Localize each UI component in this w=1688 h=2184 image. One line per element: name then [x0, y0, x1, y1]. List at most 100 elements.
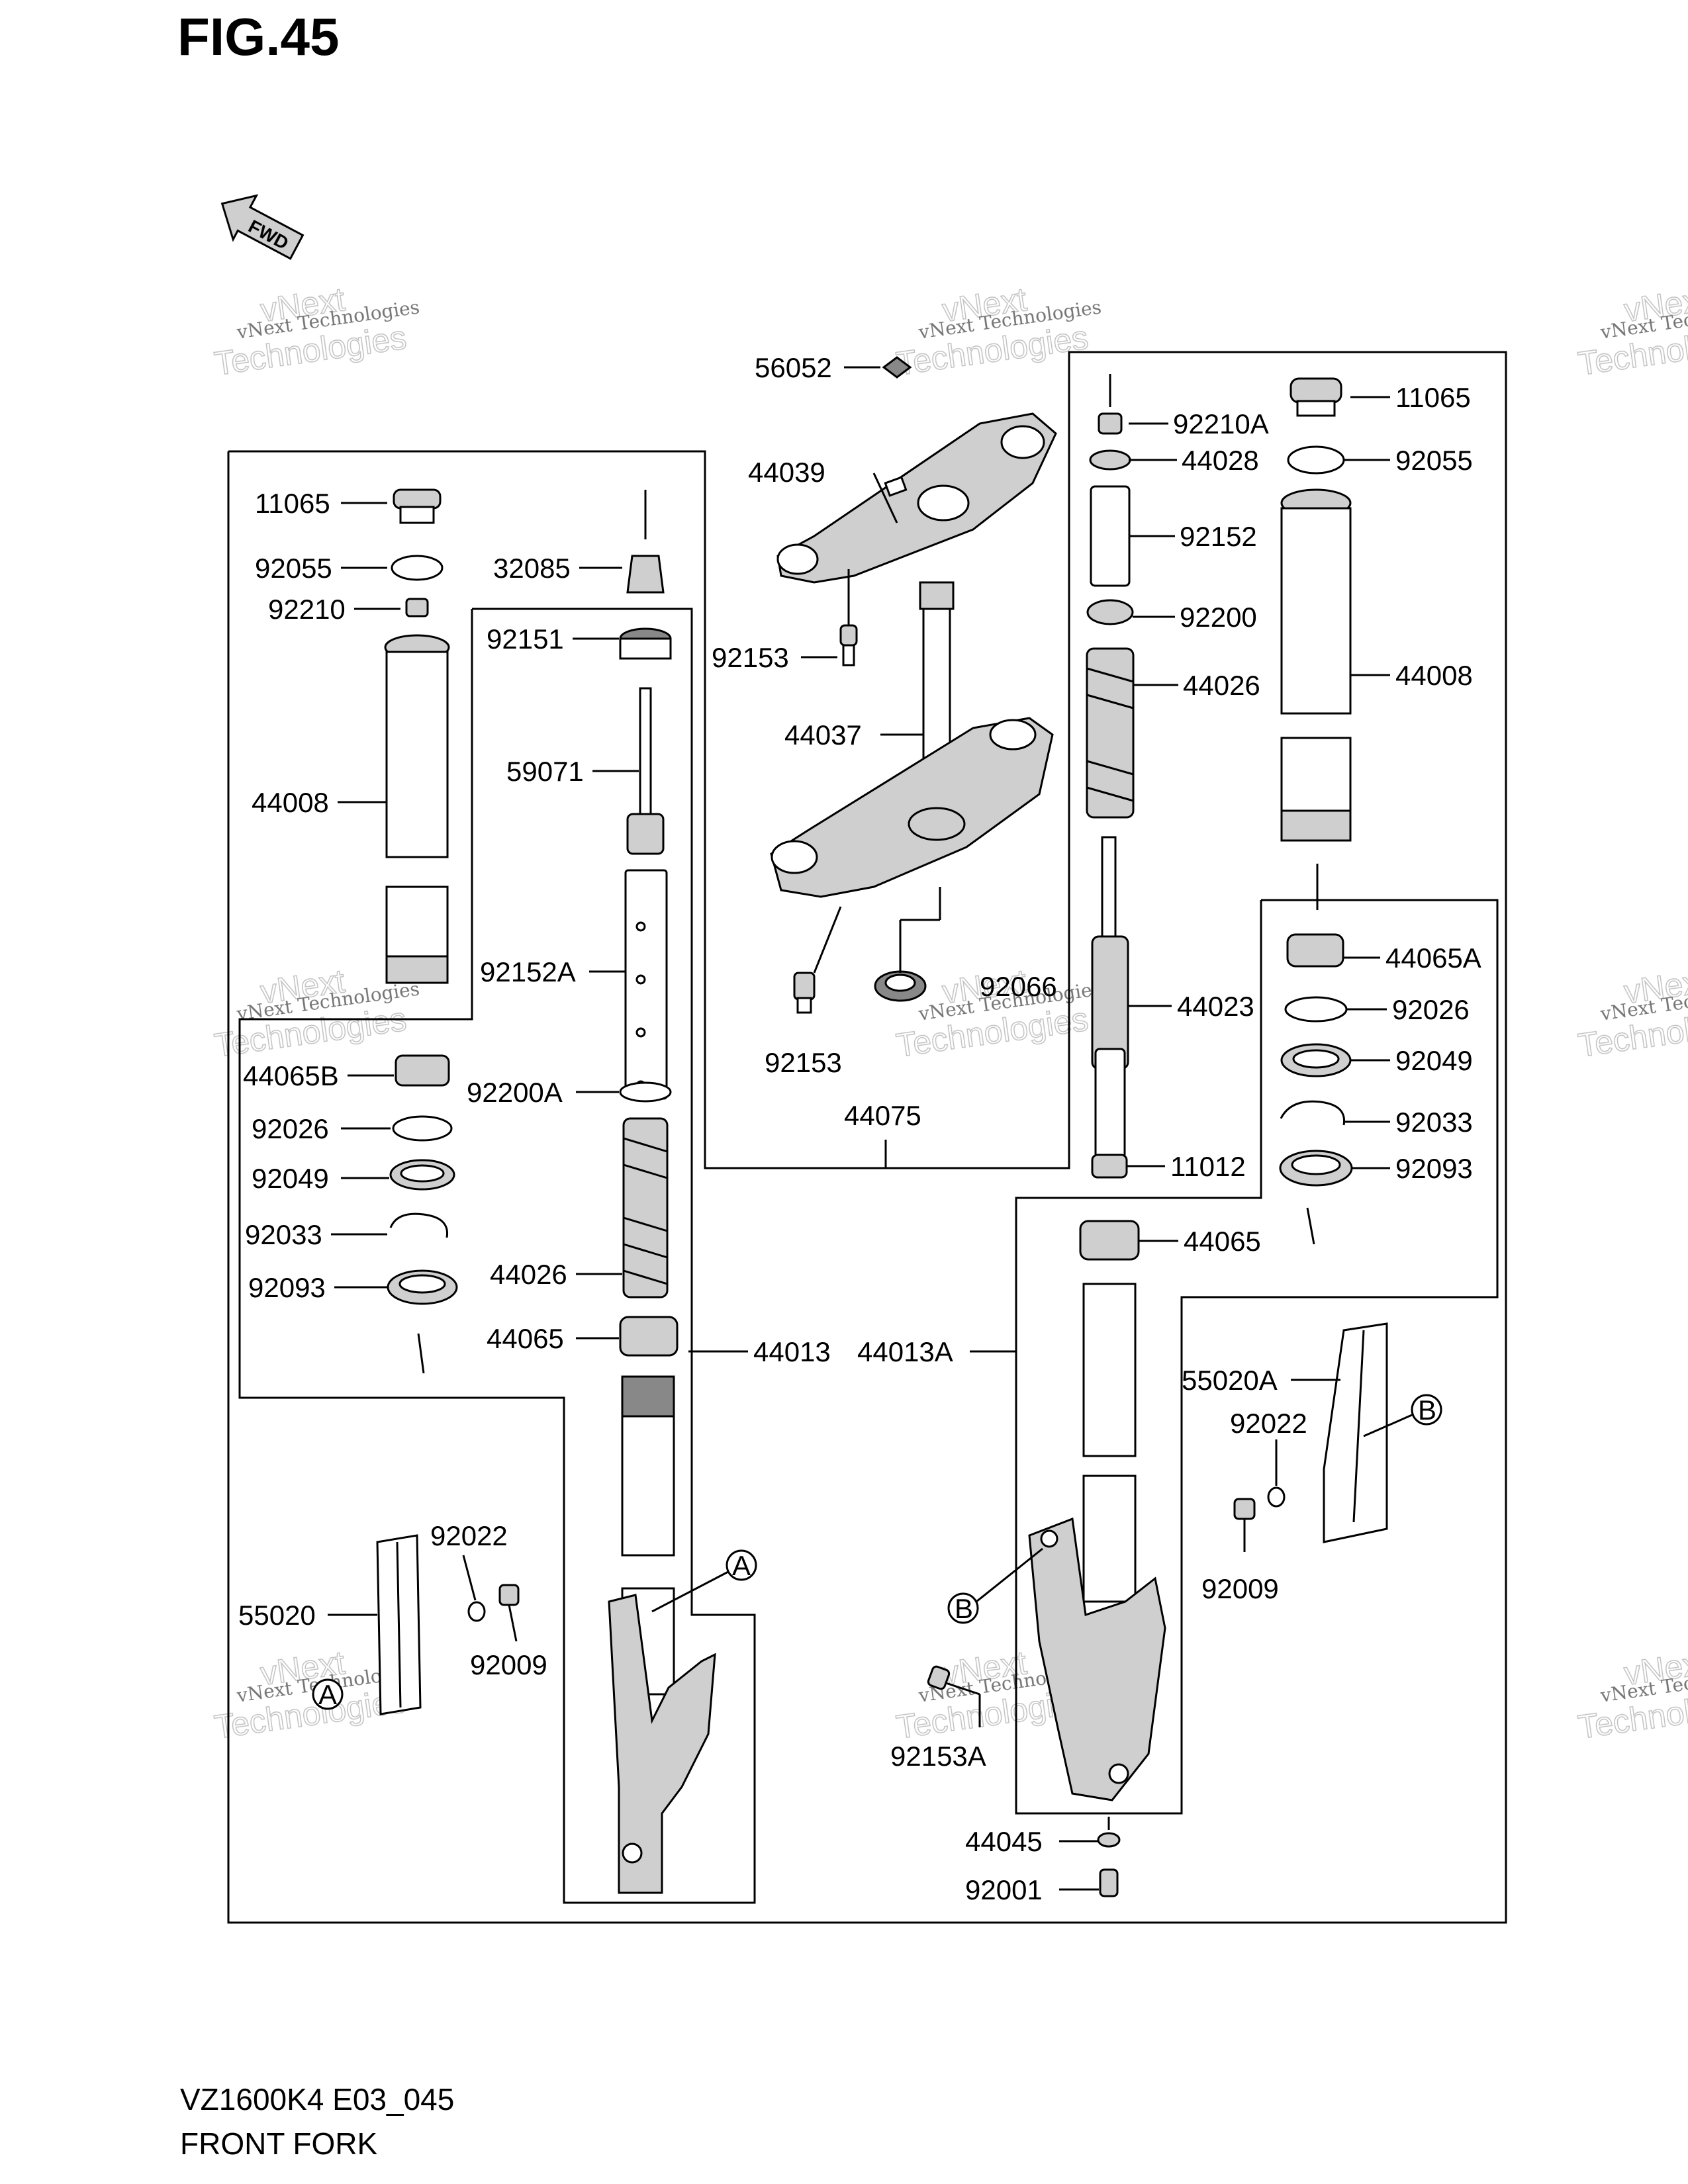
label-92152a: 92152A — [480, 956, 576, 987]
group-boxes — [227, 351, 1507, 1924]
part-44065b-drawing — [395, 1054, 450, 1087]
part-92049-left-drawing — [389, 1159, 455, 1191]
label-92093-right: 92093 — [1395, 1153, 1473, 1184]
label-92026-right: 92026 — [1392, 994, 1470, 1025]
label-92210a: 92210A — [1173, 408, 1269, 439]
part-44065-left-drawing — [619, 1316, 679, 1357]
label-44065a: 44065A — [1385, 942, 1481, 974]
part-59071-drawing — [626, 687, 665, 855]
label-44026-right: 44026 — [1183, 670, 1260, 701]
part-92049-right-drawing — [1280, 1043, 1352, 1077]
label-92153-top: 92153 — [712, 642, 789, 673]
part-92009-right-drawing — [1233, 1498, 1256, 1520]
label-92049-left: 92049 — [252, 1163, 329, 1194]
watermark: vNext vNext Technologies Technologies — [894, 962, 1103, 1064]
part-56052-drawing — [882, 356, 912, 379]
part-44039-drawing — [776, 412, 1057, 584]
part-11012-drawing — [1091, 1154, 1128, 1179]
part-11065-right-drawing — [1289, 377, 1342, 417]
label-92152: 92152 — [1180, 521, 1257, 552]
callout-a-upper: A — [732, 1550, 751, 1581]
label-44013: 44013 — [753, 1336, 831, 1367]
part-92026-right-drawing — [1284, 996, 1348, 1023]
label-44075: 44075 — [844, 1100, 921, 1131]
label-44065-right: 44065 — [1184, 1226, 1261, 1257]
label-44013a: 44013A — [857, 1336, 953, 1367]
part-92009-left-drawing — [498, 1584, 520, 1625]
part-92066-drawing — [874, 887, 941, 1002]
callout-b-upper: B — [1418, 1394, 1436, 1426]
part-92153-top-drawing — [839, 569, 858, 666]
label-44023: 44023 — [1177, 991, 1254, 1022]
label-92001: 92001 — [965, 1874, 1043, 1905]
part-92093-right-drawing — [1279, 1150, 1353, 1245]
part-44028-drawing — [1089, 449, 1131, 471]
part-92055-right-drawing — [1287, 445, 1345, 475]
model-code: VZ1600K4 E03_045 — [180, 2082, 455, 2116]
label-92055-left: 92055 — [255, 553, 332, 584]
watermark: vNext vNext Technologies Technologies — [1575, 962, 1688, 1064]
part-92200-drawing — [1086, 599, 1134, 625]
label-44039: 44039 — [748, 457, 825, 488]
part-92022-left-drawing — [467, 1601, 486, 1622]
part-92033-right-drawing — [1280, 1100, 1346, 1126]
label-92049-right: 92049 — [1395, 1045, 1473, 1076]
label-55020a: 55020A — [1182, 1365, 1278, 1396]
label-92022-right: 92022 — [1230, 1408, 1307, 1439]
part-92026-left-drawing — [392, 1115, 453, 1142]
part-92153a-drawing — [927, 1665, 980, 1696]
right-fork-group — [927, 374, 1388, 1897]
label-59071: 59071 — [506, 756, 584, 787]
label-92022-left: 92022 — [430, 1520, 508, 1551]
part-92022-right-drawing — [1267, 1486, 1286, 1508]
part-92001-drawing — [1099, 1817, 1119, 1897]
label-92033-left: 92033 — [245, 1219, 322, 1250]
part-32085-drawing — [626, 490, 665, 594]
label-92200: 92200 — [1180, 602, 1257, 633]
callout-b-lower: B — [955, 1593, 973, 1624]
part-44026-left-drawing — [622, 1117, 669, 1298]
label-32085: 32085 — [493, 553, 571, 584]
part-92152-drawing — [1090, 485, 1131, 587]
part-44037-drawing — [770, 581, 1054, 898]
part-55020-drawing — [376, 1534, 422, 1715]
callout-a-lower: A — [318, 1679, 337, 1710]
part-92152a-drawing — [624, 869, 668, 1100]
callouts: A A B B — [312, 1394, 1442, 1710]
part-44045-drawing — [1097, 1832, 1121, 1848]
part-44065a-drawing — [1286, 933, 1344, 968]
label-92151: 92151 — [487, 623, 564, 655]
fwd-arrow-icon: FWD — [220, 194, 305, 260]
part-44013a-drawing — [1028, 1283, 1166, 1801]
label-92093-left: 92093 — [248, 1272, 326, 1303]
part-44013-drawing — [608, 1375, 716, 1894]
part-92055-left-drawing — [391, 555, 444, 581]
label-92210: 92210 — [268, 594, 346, 625]
watermark: vNext vNext Technologies Technologies — [1575, 280, 1688, 383]
part-11065-left-drawing — [393, 488, 442, 524]
label-44065b: 44065B — [243, 1060, 339, 1091]
label-56052: 56052 — [755, 352, 832, 383]
watermark: vNext vNext Technologies Technologies — [894, 280, 1103, 383]
part-92033-left-drawing — [389, 1212, 449, 1238]
label-44026-left: 44026 — [490, 1259, 567, 1290]
label-11065-left: 11065 — [255, 488, 330, 519]
part-44065-right-drawing — [1079, 1220, 1140, 1261]
part-92093-left-drawing — [387, 1269, 458, 1374]
leader-lines — [328, 366, 1390, 1891]
figure-title: FIG.45 — [177, 7, 340, 66]
part-labels: 56052 44039 92153 44037 92153 92066 4407… — [238, 352, 1481, 1905]
label-92055-right: 92055 — [1395, 445, 1473, 476]
label-44045: 44045 — [965, 1826, 1043, 1857]
part-92210-drawing — [405, 598, 429, 617]
label-44037: 44037 — [784, 719, 862, 751]
label-92153-bottom: 92153 — [765, 1047, 842, 1078]
steering-stem-group — [770, 356, 1057, 1014]
label-92066: 92066 — [980, 971, 1057, 1002]
label-55020: 55020 — [238, 1600, 316, 1631]
part-92210a-drawing — [1098, 374, 1123, 435]
label-92033-right: 92033 — [1395, 1107, 1473, 1138]
part-44008-left-drawing — [384, 634, 450, 984]
part-92200a-drawing — [619, 1081, 672, 1103]
part-92153-bottom-drawing — [793, 906, 842, 1014]
